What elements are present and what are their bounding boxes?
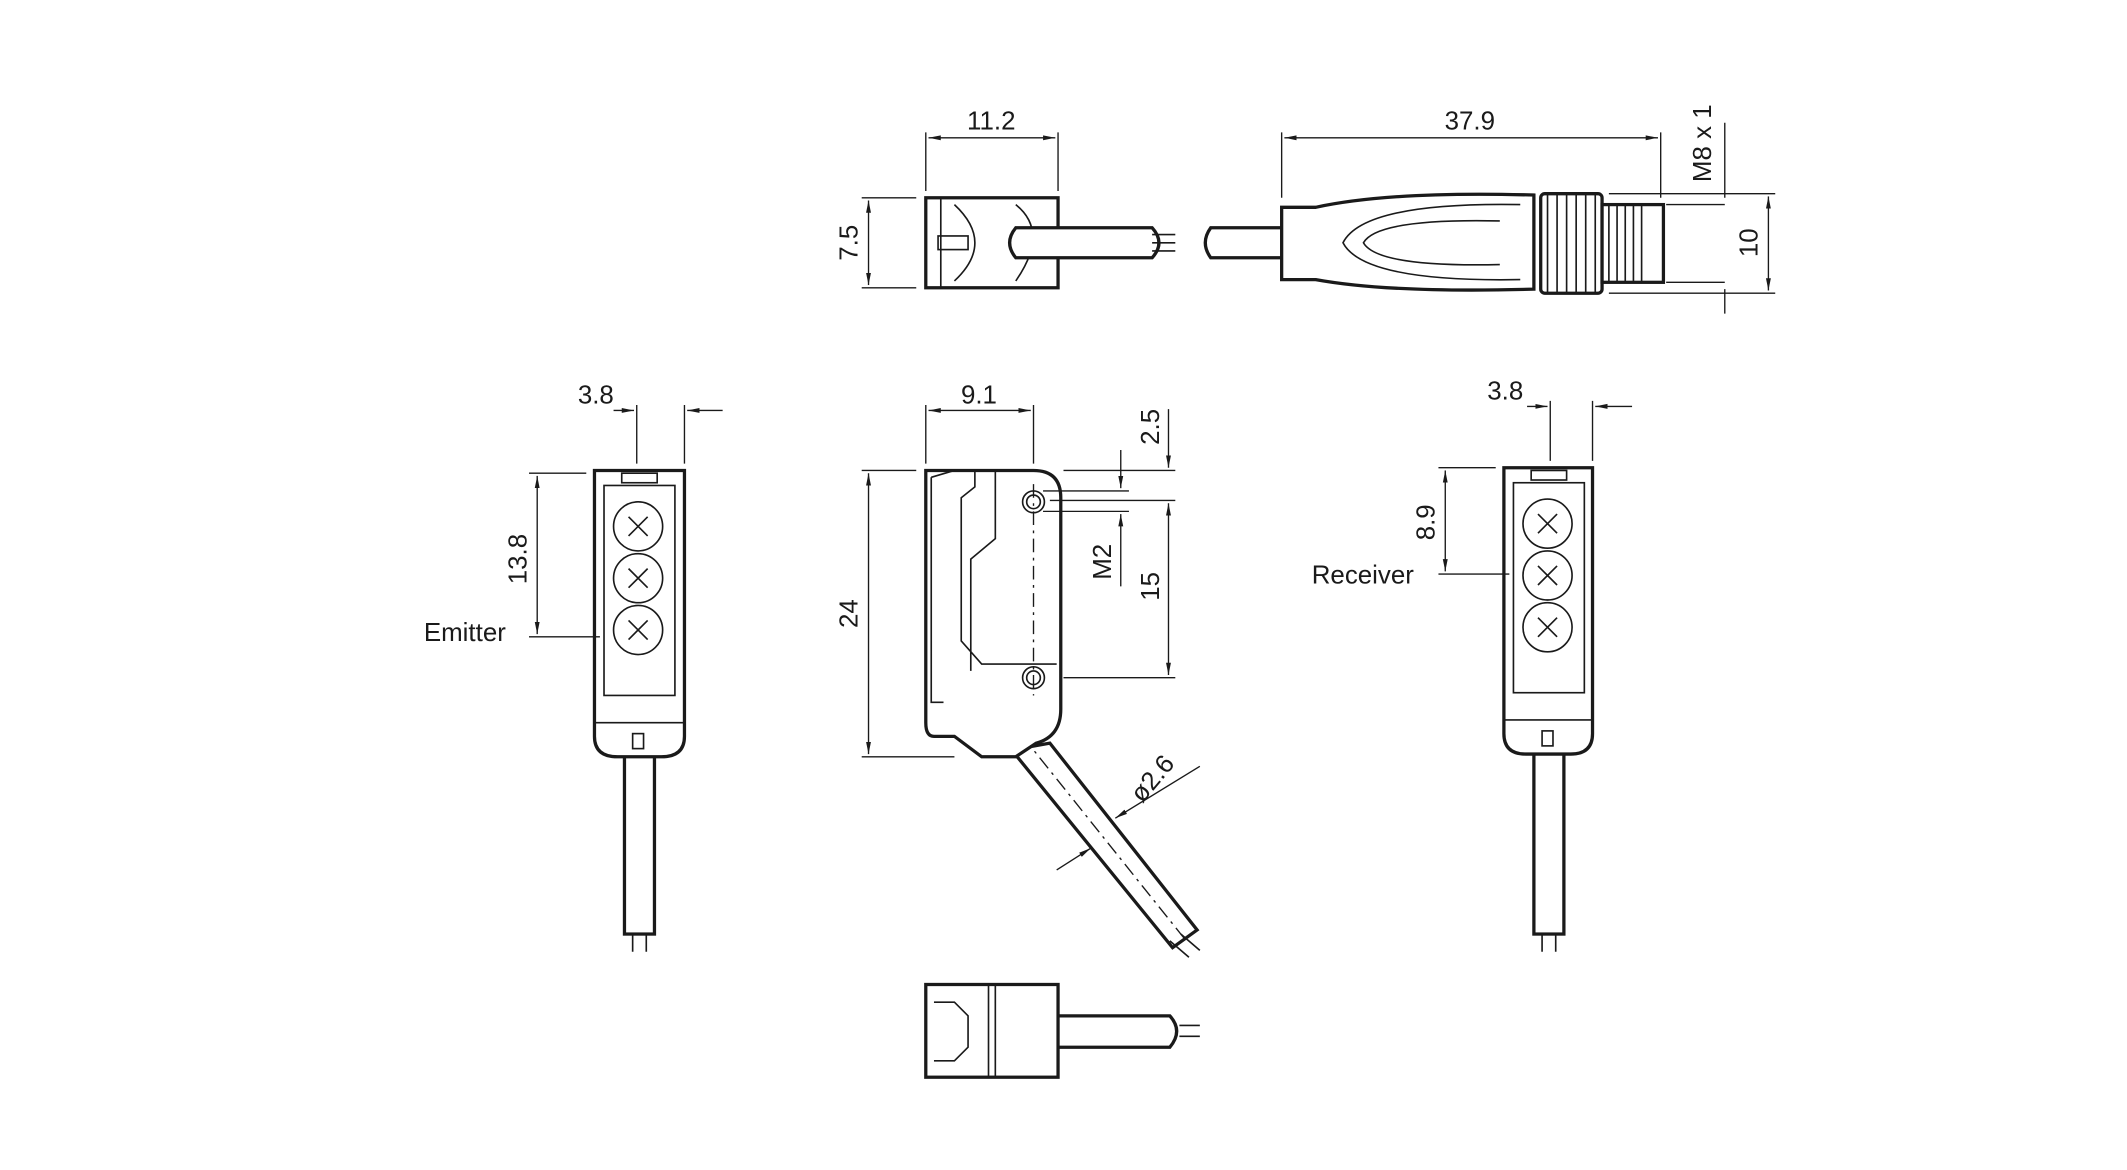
emitter-label: Emitter: [424, 619, 506, 647]
dim-receiver-width: 3.8: [1487, 378, 1523, 406]
top-view: 11.2 7.5: [836, 108, 1176, 290]
dim-top-height: 7.5: [836, 225, 864, 261]
dim-emitter-width: 3.8: [578, 382, 614, 410]
dim-receiver-lens-height: 8.9: [1412, 504, 1440, 540]
bottom-view: [924, 982, 1200, 1079]
dim-cable-diameter: ø2.6: [1125, 750, 1180, 808]
connector-view: 37.9 M8 x 1 10: [1203, 104, 1776, 314]
side-view: 9.1 24 2.5 15 M2 ø2.6: [836, 382, 1201, 958]
dim-connector-thread: M8 x 1: [1689, 104, 1717, 182]
dim-side-offset: 2.5: [1137, 409, 1165, 445]
dim-mount-thread: M2: [1089, 544, 1117, 580]
dim-connector-diameter: 10: [1736, 228, 1764, 257]
receiver-view: 3.8 8.9 Receiver: [1312, 378, 1633, 952]
dim-connector-length: 37.9: [1445, 108, 1495, 136]
emitter-view: 3.8 13.8 Emitter: [424, 382, 723, 952]
receiver-label: Receiver: [1312, 562, 1415, 590]
dim-emitter-lens-height: 13.8: [504, 534, 532, 584]
dim-hole-spacing: 15: [1137, 572, 1165, 601]
dim-side-width: 9.1: [961, 382, 997, 410]
dim-top-width: 11.2: [967, 108, 1015, 136]
dim-side-height: 24: [836, 599, 864, 628]
